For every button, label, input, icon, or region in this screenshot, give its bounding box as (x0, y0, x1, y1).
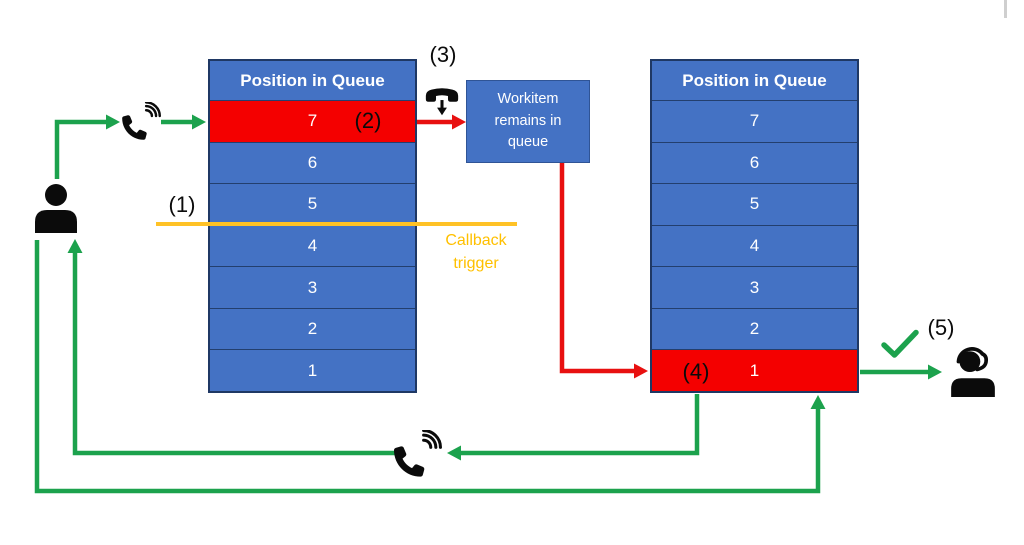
right-queue-row-5: 5 (652, 183, 857, 225)
phone-volume-icon (394, 430, 442, 477)
caller-to-phone-line (54, 119, 106, 179)
step-3-label: (3) (429, 42, 457, 67)
left-queue-row-6: 6 (210, 141, 415, 184)
right-queue-row-6: 6 (652, 141, 857, 184)
arrowhead-up-icon (67, 239, 83, 253)
step-1-label: (1) (168, 192, 196, 217)
arrowhead-right-icon (928, 364, 942, 380)
right-queue-header: Position in Queue (652, 61, 857, 100)
step-4-label: (4) (682, 359, 710, 384)
right-queue-row-7: 7 (652, 100, 857, 142)
left-queue-row-4: 4 (210, 224, 415, 267)
left-queue-row-7-highlighted: 7 (210, 100, 415, 142)
right-position-in-queue-table: Position in Queue 7 6 5 4 3 2 1 (650, 59, 859, 393)
step-2-label: (2) (354, 108, 382, 133)
step-5-label: (5) (927, 315, 955, 340)
workitem-remains-in-queue-box: Workitem remains in queue (466, 80, 590, 163)
arrowhead-right-icon (106, 114, 120, 130)
arrowhead-left-icon (447, 445, 461, 461)
arrowhead-up-icon (810, 395, 826, 409)
left-queue-row-3: 3 (210, 266, 415, 308)
phone-volume-icon (122, 102, 161, 140)
left-queue-row-2: 2 (210, 307, 415, 350)
agent-headset-icon (951, 347, 995, 397)
left-queue-header: Position in Queue (210, 61, 415, 100)
right-queue-row-4: 4 (652, 224, 857, 267)
arrowhead-right-icon (634, 363, 648, 379)
arrowhead-right-icon (192, 114, 206, 130)
queue-to-callback-phone-line (461, 394, 700, 456)
right-queue-row-3: 3 (652, 266, 857, 308)
gray-edge-tick (1004, 0, 1007, 18)
callback-trigger-label: Callback trigger (445, 232, 507, 273)
left-queue-row-5: 5 (210, 183, 415, 225)
phone-hangup-down-arrow-icon (425, 88, 459, 116)
workitem-to-right-queue-line (559, 163, 634, 374)
person-icon (35, 184, 77, 233)
right-queue-row-2: 2 (652, 307, 857, 350)
left-queue-row-1: 1 (210, 349, 415, 392)
